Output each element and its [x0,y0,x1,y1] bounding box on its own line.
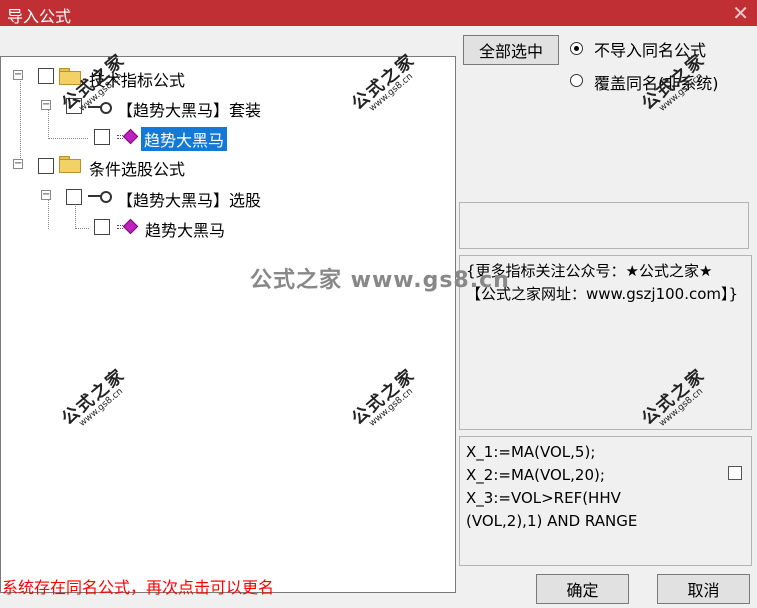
tree-node-tech-suite[interactable]: − 【趋势大黑马】套装 [1,95,301,120]
ok-button[interactable]: 确定 [536,574,629,604]
node-label: 趋势大黑马 [145,221,226,240]
gem-icon [117,218,135,234]
status-message: 系统存在同名公式，再次点击可以更名 [2,578,275,597]
tree-node-condition-formula[interactable]: 趋势大黑马 [1,215,251,240]
node-label: 技术指标公式 [89,71,186,90]
tree-node-tech-indicators[interactable]: − 技术指标公式 [1,65,251,90]
node-label: 条件选股公式 [89,160,186,179]
node-checkbox[interactable] [38,158,54,174]
tree-connector [75,197,76,229]
tree-connector [20,73,21,158]
import-formula-dialog: − 技术指标公式 − 【趋势大黑马】套装 趋势大黑马 − 条件选股公式 − [0,26,757,608]
node-label-selected: 趋势大黑马 [141,127,228,151]
collapse-icon[interactable]: − [13,69,23,80]
radio-skip-duplicate-label[interactable]: 不导入同名公式 [594,41,707,60]
code-line: (VOL,2),1) AND RANGE [466,512,638,530]
formula-tree[interactable]: − 技术指标公式 − 【趋势大黑马】套装 趋势大黑马 − 条件选股公式 − [0,56,456,593]
formula-code-box: X_1:=MA(VOL,5); X_2:=MA(VOL,20); X_3:=VO… [459,436,752,566]
key-icon [88,101,112,114]
code-line: X_1:=MA(VOL,5); [466,443,596,461]
collapse-icon[interactable]: − [13,158,23,169]
select-all-button[interactable]: 全部选中 [463,35,559,65]
tree-connector [75,228,89,229]
info-box [459,202,749,249]
key-icon [88,190,112,203]
gem-icon [117,128,135,144]
node-checkbox[interactable] [38,68,54,84]
radio-overwrite-duplicate[interactable] [570,74,583,87]
code-line: X_2:=MA(VOL,20); [466,466,605,484]
folder-icon [59,156,81,173]
tree-connector [48,104,49,139]
collapse-icon[interactable]: − [41,189,51,200]
folder-icon [59,68,81,85]
code-line: X_3:=VOL>REF(HHV [466,489,621,507]
node-checkbox[interactable] [94,129,110,145]
tree-connector [48,138,88,139]
tree-node-condition-screening[interactable]: − 条件选股公式 [1,154,251,179]
close-icon[interactable]: ✕ [732,1,749,25]
node-label: 【趋势大黑马】套装 [117,101,262,120]
tree-connector [48,194,49,229]
window-title: 导入公式 [7,7,72,26]
collapse-icon[interactable]: − [41,99,51,110]
node-checkbox[interactable] [94,219,110,235]
radio-skip-duplicate[interactable] [570,42,583,55]
node-checkbox[interactable] [66,189,82,205]
title-bar: 导入公式 ✕ [0,0,757,26]
code-option-checkbox[interactable] [728,466,742,480]
description-box: {更多指标关注公众号：★公式之家★ 【公式之家网址：www.gszj100.co… [459,255,752,430]
radio-overwrite-duplicate-label[interactable]: 覆盖同名(非系统) [594,74,719,93]
tree-node-condition-suite[interactable]: − 【趋势大黑马】选股 [1,185,301,210]
tree-node-tech-formula[interactable]: 趋势大黑马 [1,125,251,151]
node-label: 【趋势大黑马】选股 [117,191,262,210]
cancel-button[interactable]: 取消 [657,574,750,604]
node-checkbox[interactable] [66,98,82,114]
